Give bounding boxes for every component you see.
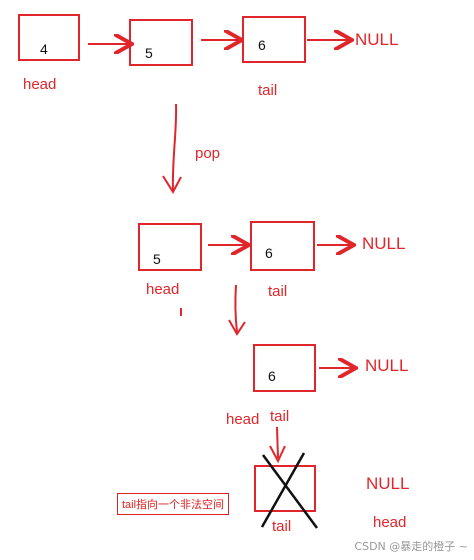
watermark: CSDN @暴走的橙子 ~ xyxy=(354,540,468,553)
head-label: head xyxy=(23,76,56,93)
node-box xyxy=(250,221,315,271)
head-label: head xyxy=(373,514,406,531)
tail-pointer-arrow xyxy=(276,426,279,459)
null-label: NULL xyxy=(366,474,409,493)
tail-pointer-arrowhead xyxy=(269,445,286,464)
pop-arrow xyxy=(171,103,178,191)
tail-label: tail xyxy=(258,82,277,99)
operation-label: pop xyxy=(195,145,220,162)
transition-arrow xyxy=(234,284,238,333)
node-value: 6 xyxy=(268,368,276,384)
node-box xyxy=(129,19,193,66)
node-box xyxy=(18,14,80,61)
cross-out-stroke xyxy=(260,452,306,528)
null-label: NULL xyxy=(365,356,408,375)
tail-label: tail xyxy=(270,408,289,425)
annotation-box: tail指向一个非法空间 xyxy=(117,493,230,515)
node-value: 5 xyxy=(145,45,153,61)
node-value: 6 xyxy=(258,37,266,53)
node-value: 4 xyxy=(40,41,48,57)
freed-node-box xyxy=(254,465,316,512)
tail-label: tail xyxy=(272,518,291,535)
head-label: head xyxy=(226,411,259,428)
node-box xyxy=(242,16,306,63)
pop-arrowhead xyxy=(162,175,182,194)
node-value: 6 xyxy=(265,245,273,261)
head-label: head xyxy=(146,281,179,298)
tail-label: tail xyxy=(268,283,287,300)
null-label: NULL xyxy=(355,30,398,49)
null-label: NULL xyxy=(362,234,405,253)
node-box xyxy=(138,223,202,271)
node-value: 5 xyxy=(153,251,161,267)
cross-out-stroke xyxy=(261,454,319,529)
node-box xyxy=(253,344,316,392)
transition-arrowhead xyxy=(228,319,246,336)
